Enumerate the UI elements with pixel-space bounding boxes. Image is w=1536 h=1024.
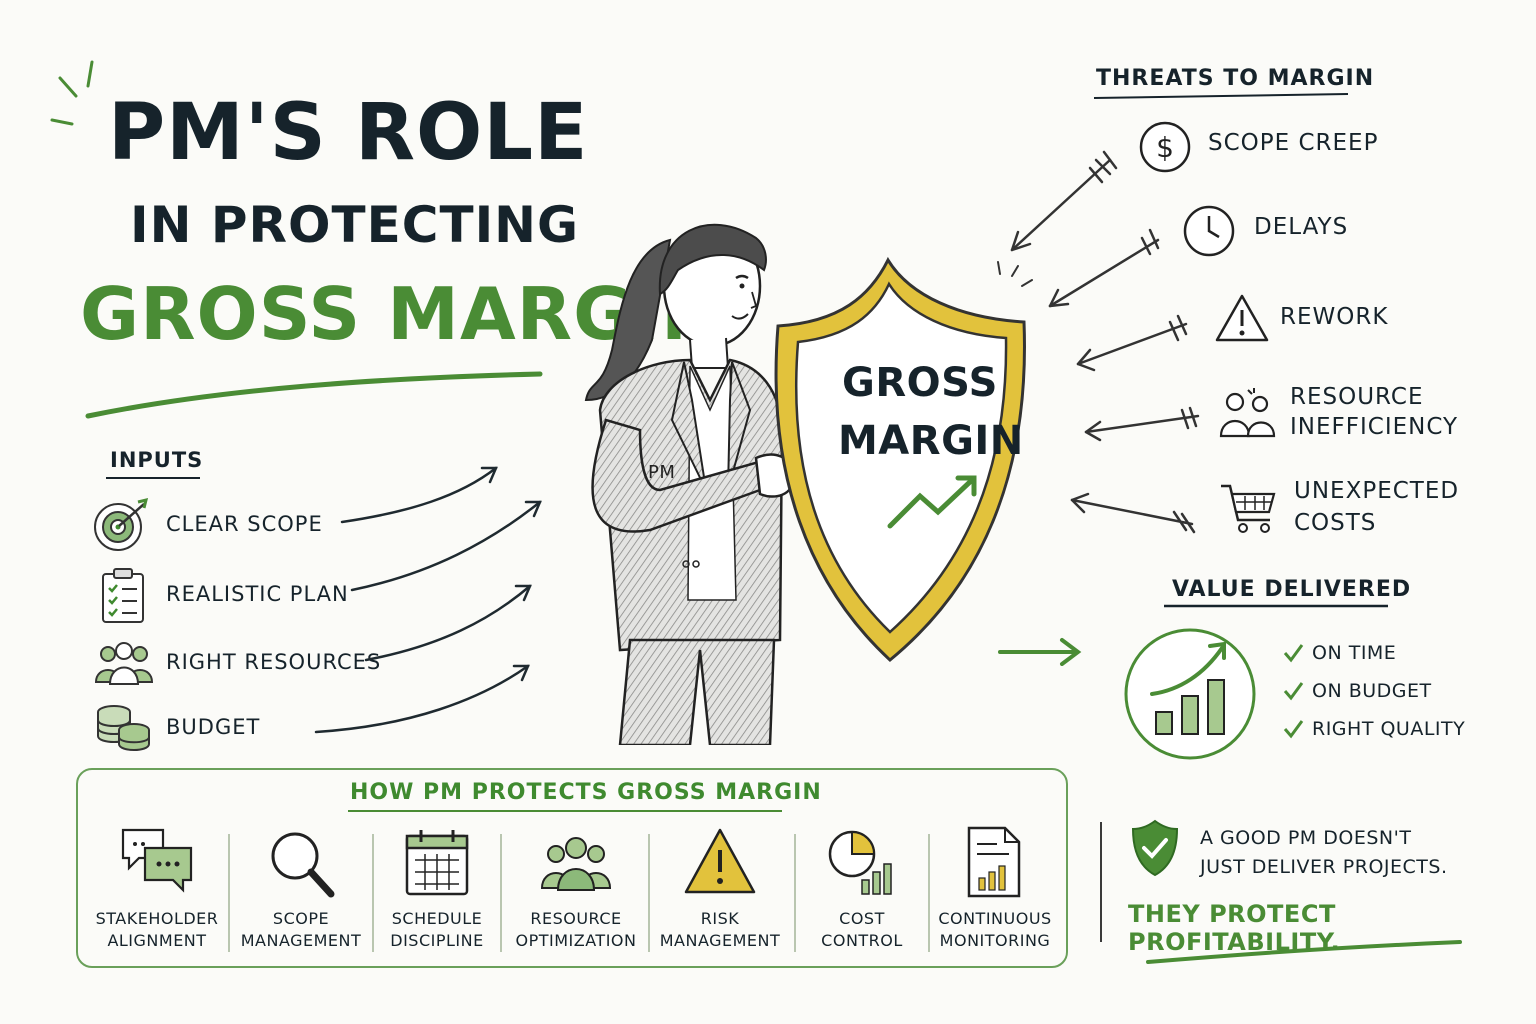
protect-schedule-discipline: Schedule Discipline: [376, 824, 498, 959]
protect-label-line-2: Management: [659, 931, 781, 950]
threat-label-resource-1: Resource: [1290, 384, 1424, 410]
protect-scope-management: Scope Management: [234, 824, 368, 959]
team-icon: [540, 837, 612, 891]
cart-icon: [1221, 484, 1276, 533]
input-label-budget: Budget: [166, 715, 261, 739]
value-heading: Value Delivered: [1172, 577, 1412, 602]
divider: [648, 834, 650, 952]
team-icon: [94, 642, 154, 685]
threats-heading-underline: [1093, 93, 1349, 99]
divider: [500, 834, 502, 952]
title-sparkle-icon: [50, 60, 94, 126]
divider: [372, 834, 374, 952]
threat-label-scope-creep: Scope Creep: [1208, 130, 1379, 156]
pie-chart-icon: [828, 830, 892, 895]
divider: [794, 834, 796, 952]
title-line-2: in Protecting: [130, 196, 580, 254]
protect-cost-control: Cost Control: [798, 824, 926, 959]
dollar-icon: $: [1139, 121, 1191, 173]
quote-line-2: just deliver projects.: [1200, 856, 1448, 878]
shield-label-line-1: Gross: [842, 360, 998, 406]
shield-icon: [774, 256, 1033, 662]
input-label-right-resources: Right Resources: [166, 650, 382, 674]
check-icon: [1283, 682, 1304, 701]
protect-label-line-2: Control: [821, 931, 903, 950]
title-underline: [85, 371, 543, 419]
inputs-heading: Inputs: [110, 448, 204, 472]
clock-icon: [1183, 205, 1235, 257]
protects-heading: How PM Protects Gross Margin: [350, 780, 822, 805]
check-icon: [1283, 644, 1304, 663]
threat-arrows: [1010, 150, 1200, 534]
protects-heading-underline: [348, 810, 782, 812]
value-arrow-icon: [998, 638, 1082, 666]
threat-label-rework: Rework: [1280, 304, 1389, 330]
protect-label-line-1: Cost: [839, 909, 885, 928]
threat-label-costs-1: Unexpected: [1294, 478, 1460, 504]
divider: [228, 834, 230, 952]
protect-label-line-2: Management: [240, 931, 362, 950]
threat-label-resource-2: Inefficiency: [1290, 414, 1459, 440]
threats-heading: Threats to Margin: [1096, 66, 1375, 91]
quote-underline: [1146, 940, 1462, 964]
protects-panel: [76, 768, 1068, 968]
input-label-clear-scope: Clear Scope: [166, 512, 323, 536]
check-icon: [1283, 720, 1304, 739]
protect-stakeholder-alignment: Stakeholder Alignment: [90, 824, 224, 959]
quote-divider: [1100, 822, 1102, 942]
divider: [928, 834, 930, 952]
coins-icon: [97, 705, 150, 751]
input-label-realistic-plan: Realistic Plan: [166, 582, 349, 606]
inputs-heading-underline: [106, 477, 200, 479]
target-icon: [94, 497, 149, 551]
protect-label-line-2: Monitoring: [939, 931, 1051, 950]
shield-label-line-2: Margin: [838, 418, 1024, 464]
calendar-icon: [405, 830, 469, 896]
value-on-time: On Time: [1312, 642, 1397, 664]
chat-bubbles-icon: [121, 828, 193, 893]
value-on-budget: On Budget: [1312, 680, 1432, 702]
people-icon: [1219, 388, 1276, 438]
project-manager-figure: [584, 223, 796, 745]
value-heading-underline: [1164, 604, 1388, 608]
warning-icon: [684, 828, 756, 894]
growth-chart-icon: [1124, 628, 1256, 760]
protect-label-line-2: Alignment: [107, 931, 207, 950]
protect-continuous-monitoring: Continuous Monitoring: [932, 824, 1058, 959]
threat-label-delays: Delays: [1254, 214, 1349, 240]
clipboard-checklist-icon: [102, 568, 144, 623]
protect-label-line-2: Discipline: [390, 931, 484, 950]
threat-label-costs-2: Costs: [1294, 510, 1377, 536]
title-line-1: PM's Role: [108, 88, 589, 178]
protect-label-line-1: Stakeholder: [95, 909, 219, 928]
input-arrows: [314, 466, 542, 734]
protect-resource-optimization: Resource Optimization: [506, 824, 646, 959]
value-right-quality: Right Quality: [1312, 718, 1466, 740]
protect-label-line-1: Scope: [272, 909, 330, 928]
protect-label-line-1: Risk: [700, 909, 740, 928]
protect-label-line-1: Schedule: [391, 909, 483, 928]
shield-check-icon: [1131, 819, 1179, 877]
warning-icon: [1215, 294, 1269, 342]
quote-line-1: A good PM doesn't: [1200, 827, 1412, 849]
protect-label-line-2: Optimization: [515, 931, 637, 950]
pm-badge-label: PM: [648, 462, 676, 483]
magnifier-icon: [271, 832, 335, 898]
protect-label-line-1: Resource: [530, 909, 622, 928]
svg-text:$: $: [1156, 131, 1174, 164]
report-icon: [967, 826, 1021, 898]
protect-label-line-1: Continuous: [938, 909, 1052, 928]
protect-risk-management: Risk Management: [652, 824, 788, 959]
